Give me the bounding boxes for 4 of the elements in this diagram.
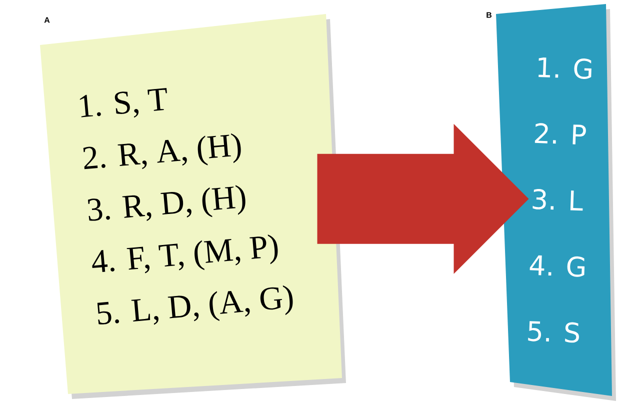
note-card: 1. G 2. P 3. L 4. G 5. S xyxy=(496,4,616,401)
panel-letter: B xyxy=(486,12,492,18)
block-arrow xyxy=(317,124,529,274)
panel-letter: A xyxy=(44,17,50,23)
